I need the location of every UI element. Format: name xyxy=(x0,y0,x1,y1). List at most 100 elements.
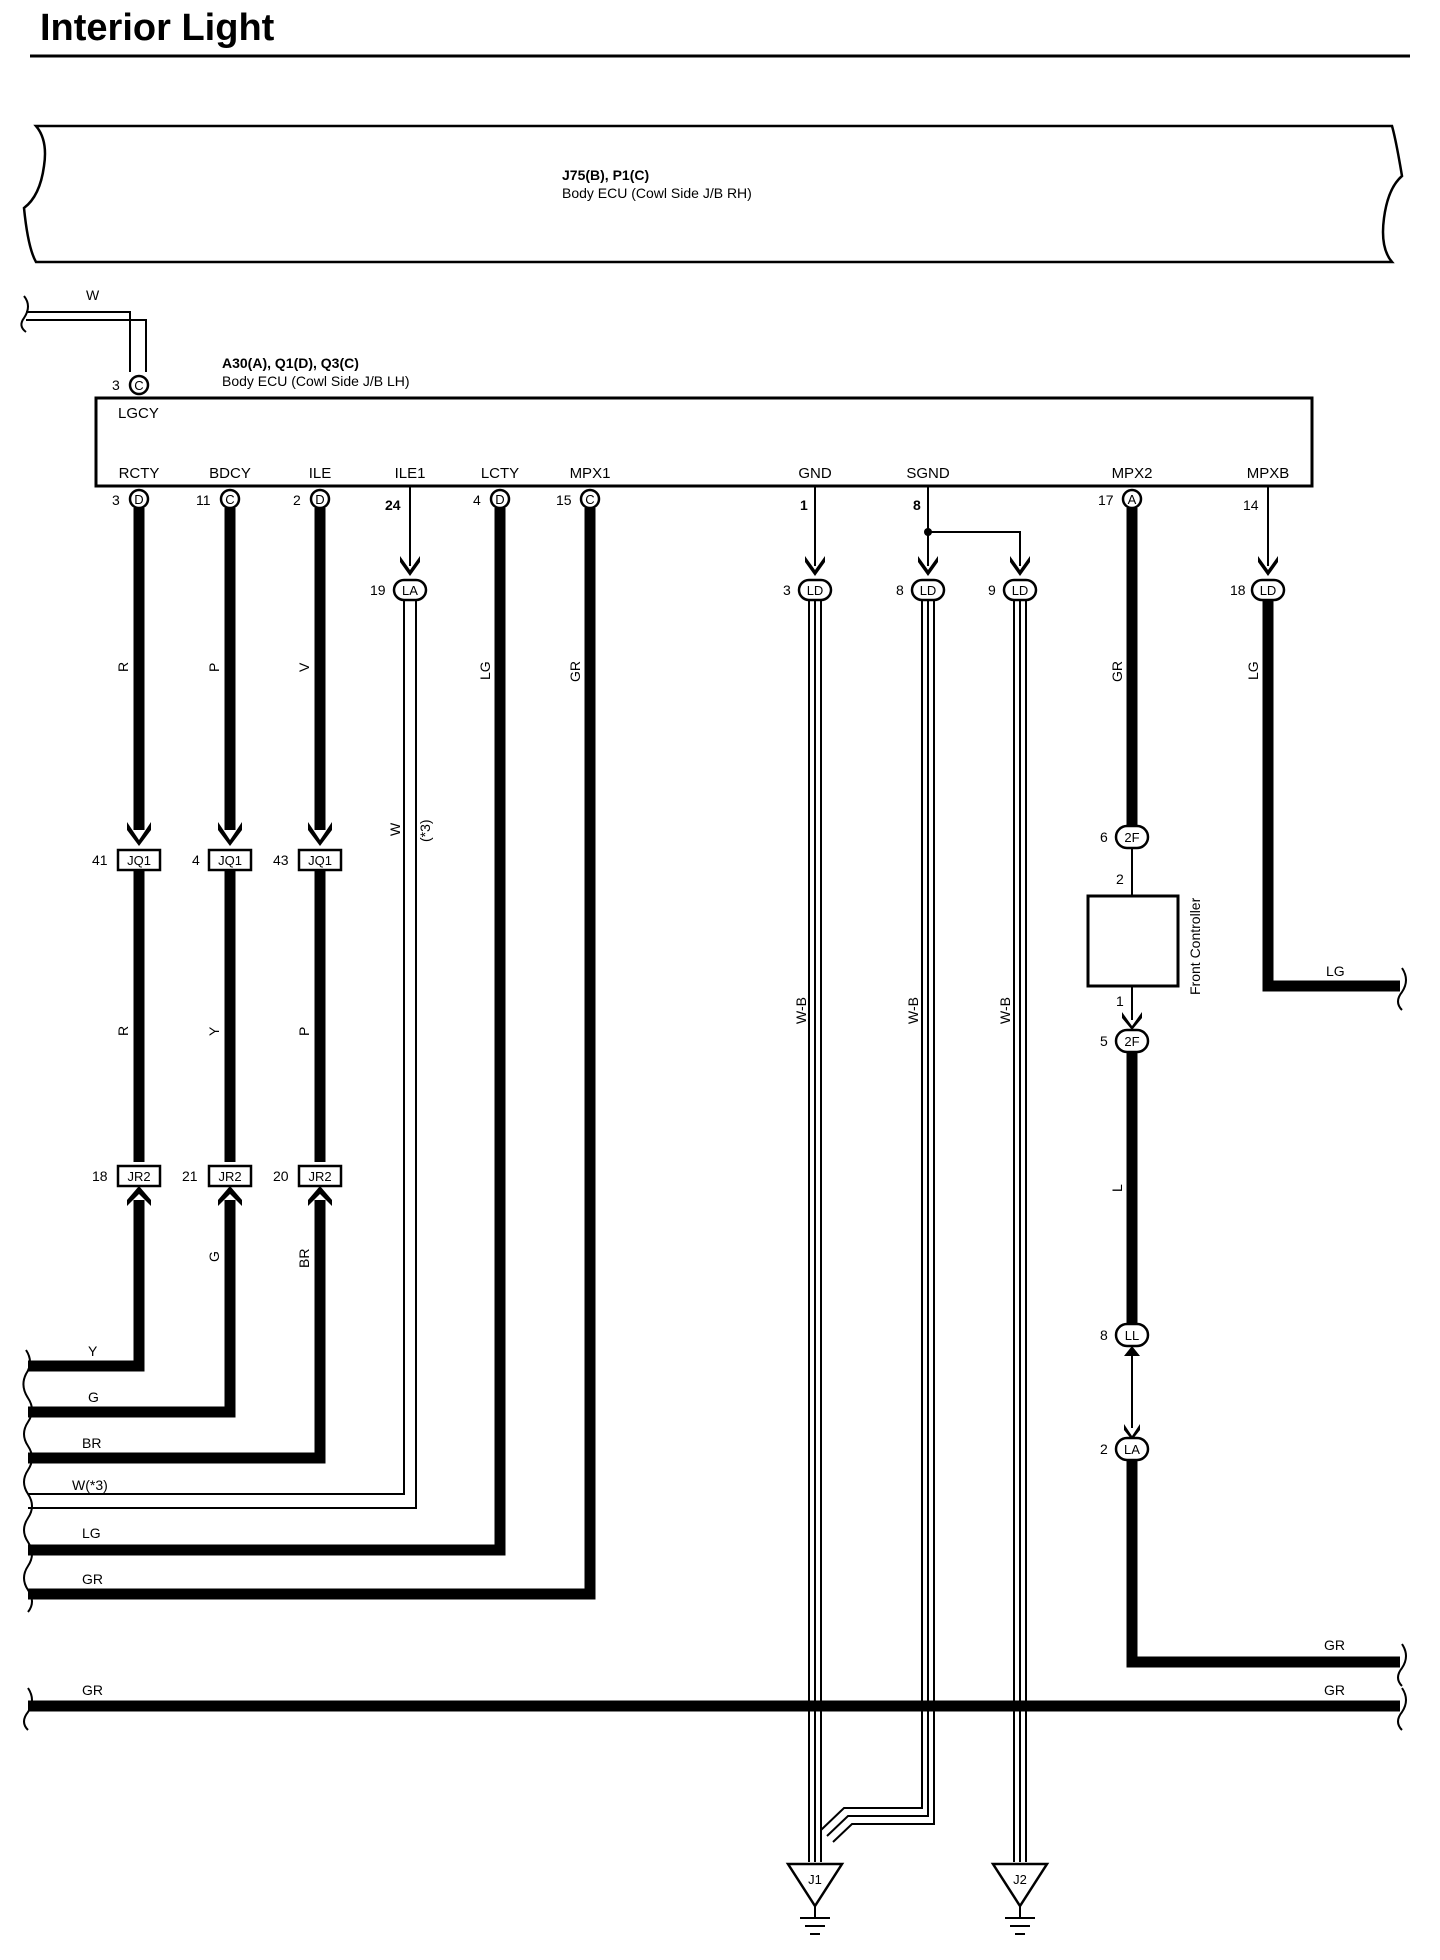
pin-ile1: ILE1 xyxy=(395,465,426,482)
ld9-num: 9 xyxy=(988,582,996,598)
jr2-20-num: 20 xyxy=(273,1168,289,1184)
wire-label-lgcy: W xyxy=(86,287,100,303)
wire-label-ile-mid: P xyxy=(296,1027,312,1036)
pin-lgcy: LGCY xyxy=(118,405,159,422)
wire-gnd: LD 3 W-B xyxy=(783,486,833,1862)
pin-sgnd: SGND xyxy=(906,465,950,482)
rcty-num: 3 xyxy=(112,492,120,508)
ld18-num: 18 xyxy=(1230,582,1246,598)
mpx1-conn: C xyxy=(585,492,594,507)
bus-label-gr-bus: GR xyxy=(82,1682,103,1698)
wire-rcty: JQ1 41 JR2 18 R R xyxy=(28,508,162,1372)
wire-label-bdcy-mid: Y xyxy=(206,1026,222,1036)
mpx1-num: 15 xyxy=(556,492,572,508)
wire-mpxb: LD 18 LG LG xyxy=(1230,486,1407,1011)
wire-gr-bus: GR GR xyxy=(23,1682,1407,1731)
wire-lcty: LG xyxy=(28,508,506,1556)
jq1-4-conn: JQ1 xyxy=(218,853,242,868)
jq1-4-num: 4 xyxy=(192,852,200,868)
wire-lgcy: W xyxy=(20,287,147,372)
bdcy-num: 11 xyxy=(196,492,211,508)
wire-label-ile1: W xyxy=(387,822,403,836)
bdcy-conn: C xyxy=(225,492,234,507)
la2-num: 2 xyxy=(1100,1441,1108,1457)
wire-bdcy: JQ1 4 JR2 21 P Y G xyxy=(28,508,253,1418)
ground-j2: J2 xyxy=(990,1862,1050,1935)
bus-label-br: BR xyxy=(82,1435,101,1451)
bus-label-y: Y xyxy=(88,1343,98,1359)
jr2-18-num: 18 xyxy=(92,1168,108,1184)
bus-label-gr-right: GR xyxy=(1324,1637,1345,1653)
f2-5-conn: 2F xyxy=(1124,1034,1139,1049)
ecu-pin-terminals: D 3 C 11 D 2 24 D 4 C 15 1 8 A 17 14 xyxy=(112,488,1259,513)
left-bus-labels: Y G BR W(*3) LG GR xyxy=(22,1343,108,1613)
ld18-conn: LD xyxy=(1260,583,1277,598)
wire-label-lcty: LG xyxy=(477,661,493,680)
fc-pin-top: 2 xyxy=(1116,871,1124,887)
jr2-21-conn: JR2 xyxy=(218,1169,241,1184)
wire-sgnd: LD 8 LD 9 W-B W-B xyxy=(820,486,1038,1862)
body-ecu-lh: A30(A), Q1(D), Q3(C) Body ECU (Cowl Side… xyxy=(94,355,1314,488)
ld3-num: 3 xyxy=(783,582,791,598)
wire-label-rcty-upper: R xyxy=(115,662,131,672)
wire-label-sgnd2: W-B xyxy=(997,997,1013,1024)
wire-label-ile1-note: (*3) xyxy=(417,819,433,842)
rcty-conn: D xyxy=(134,492,143,507)
pin-ile: ILE xyxy=(309,465,332,482)
wire-label-mpx1: GR xyxy=(567,661,583,682)
wire-label-fc-lower: L xyxy=(1109,1184,1125,1192)
pin-mpx2: MPX2 xyxy=(1112,465,1153,482)
jq1-41-num: 41 xyxy=(92,852,108,868)
bus-label-lg: LG xyxy=(82,1525,101,1541)
pin-lgcy-num: 3 xyxy=(112,377,120,393)
ld8-num: 8 xyxy=(896,582,904,598)
f2-5-num: 5 xyxy=(1100,1033,1108,1049)
ile-num: 2 xyxy=(293,492,301,508)
wire-label-bdcy-upper: P xyxy=(206,663,222,672)
jr2-21-num: 21 xyxy=(182,1168,198,1184)
la19-conn: LA xyxy=(402,583,418,598)
pin-mpxb: MPXB xyxy=(1247,465,1290,482)
jr2-20-conn: JR2 xyxy=(308,1169,331,1184)
jr2-18-conn: JR2 xyxy=(127,1169,150,1184)
body-ecu-rh: J75(B), P1(C) Body ECU (Cowl Side J/B RH… xyxy=(22,124,1404,264)
lcty-num: 4 xyxy=(473,492,481,508)
front-controller: Front Controller xyxy=(1086,894,1203,995)
pin-lcty: LCTY xyxy=(481,465,519,482)
wire-label-bdcy-lower: G xyxy=(206,1251,222,1262)
pin-rcty: RCTY xyxy=(119,465,160,482)
body-ecu-rh-code: J75(B), P1(C) xyxy=(562,167,649,183)
body-ecu-lh-name: Body ECU (Cowl Side J/B LH) xyxy=(222,373,410,389)
wire-label-ile-lower: BR xyxy=(296,1249,312,1268)
bus-label-gr: GR xyxy=(82,1571,103,1587)
wire-fc-lower: 1 2F 5 L LL 8 LA 2 GR xyxy=(1100,986,1407,1687)
body-ecu-lh-code: A30(A), Q1(D), Q3(C) xyxy=(222,355,359,371)
wire-ile1: LA 19 W (*3) xyxy=(28,486,433,1509)
pin-lgcy-conn: C xyxy=(134,378,143,393)
f2-6-num: 6 xyxy=(1100,829,1108,845)
mpx2-conn: A xyxy=(1128,492,1137,507)
ground-j1: J1 xyxy=(785,1862,845,1935)
bus-label-lg-right: LG xyxy=(1326,963,1345,979)
ll8-conn: LL xyxy=(1125,1328,1139,1343)
ile-conn: D xyxy=(315,492,324,507)
wire-mpx1: GR xyxy=(28,508,596,1600)
ld3-conn: LD xyxy=(807,583,824,598)
pin-bdcy: BDCY xyxy=(209,465,251,482)
wire-label-ile-upper: V xyxy=(296,662,312,672)
gnd-num: 1 xyxy=(800,497,808,513)
ground-j1-label: J1 xyxy=(808,1872,822,1887)
wire-label-mpx2: GR xyxy=(1109,661,1125,682)
wire-mpx2: 2F 6 GR 2 xyxy=(1100,508,1150,896)
jq1-43-conn: JQ1 xyxy=(308,853,332,868)
body-ecu-rh-name: Body ECU (Cowl Side J/B RH) xyxy=(562,185,752,201)
fc-pin-bottom: 1 xyxy=(1116,993,1124,1009)
front-controller-label: Front Controller xyxy=(1187,897,1203,995)
wire-label-mpxb: LG xyxy=(1245,661,1261,680)
la2-conn: LA xyxy=(1124,1442,1140,1457)
lcty-conn: D xyxy=(495,492,504,507)
sgnd-num: 8 xyxy=(913,497,921,513)
bus-label-gr-bus-right: GR xyxy=(1324,1682,1345,1698)
mpx2-num: 17 xyxy=(1098,492,1114,508)
